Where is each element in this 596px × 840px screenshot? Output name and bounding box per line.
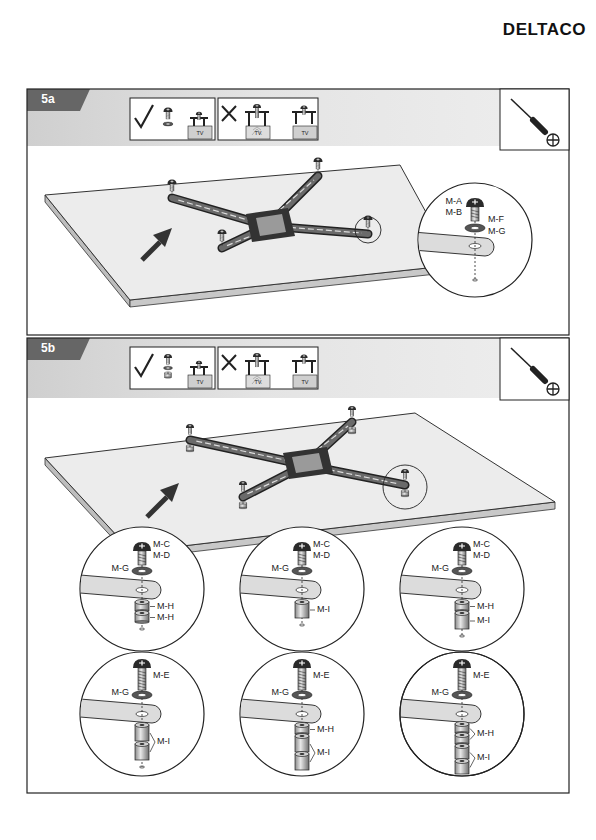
wall-bracket	[168, 158, 382, 249]
wrong-icon	[218, 347, 318, 389]
tv-back	[45, 165, 455, 307]
tv-marker: TV	[301, 379, 308, 385]
detail-circle	[80, 527, 204, 651]
tv-marker: TV	[254, 379, 261, 385]
part-code: M-G	[112, 564, 130, 574]
part-code: M-H	[477, 602, 494, 612]
part-code: M-I	[317, 605, 330, 615]
part-code: M-E	[473, 671, 490, 681]
part-code: M-G	[112, 688, 130, 698]
part-code: M-F	[488, 215, 504, 225]
tv-marker: TV	[196, 379, 203, 385]
step-panel	[27, 89, 569, 335]
part-code: M-I	[317, 748, 330, 758]
part-code: M-G	[432, 564, 450, 574]
part-code: M-D	[153, 551, 170, 561]
part-code: M-G	[432, 688, 450, 698]
tv-marker: TV	[301, 130, 308, 136]
part-code: M-D	[313, 551, 330, 561]
detail-circle	[400, 652, 524, 776]
detail-circle	[240, 652, 364, 776]
tv-marker: TV	[196, 130, 203, 136]
detail-circle	[400, 527, 524, 651]
part-code: M-B	[446, 208, 463, 218]
part-code: M-E	[153, 671, 170, 681]
screwdriver-icon	[511, 99, 559, 146]
part-code: M-G	[272, 564, 290, 574]
detail-circle	[413, 183, 532, 297]
part-code: M-C	[473, 540, 490, 550]
direction-arrow	[142, 228, 172, 260]
part-code: M-C	[313, 540, 330, 550]
correct-icon	[130, 98, 215, 140]
tv-marker: TV	[254, 130, 261, 136]
part-code: M-A	[446, 197, 463, 207]
detail-circle	[80, 652, 204, 776]
part-code: M-I	[477, 616, 490, 626]
part-code: M-I	[157, 737, 170, 747]
part-code: M-G	[272, 688, 290, 698]
wrong-icon	[218, 98, 318, 140]
detail-circle	[240, 527, 364, 651]
step-tab	[27, 89, 90, 111]
brand-logo: DELTACO	[503, 21, 586, 40]
screwdriver-icon	[511, 348, 559, 395]
part-code: M-D	[473, 551, 490, 561]
part-code: M-C	[153, 540, 170, 550]
wall-bracket	[186, 406, 427, 509]
part-code: M-H	[157, 602, 174, 612]
step-tab	[27, 338, 90, 360]
step-number: 5a	[41, 93, 54, 106]
part-code: M-E	[313, 671, 330, 681]
part-code: M-I	[477, 753, 490, 763]
part-code: M-H	[157, 613, 174, 623]
part-code: M-H	[477, 729, 494, 739]
step-number: 5b	[41, 342, 55, 355]
direction-arrow	[147, 483, 179, 517]
correct-icon	[130, 347, 215, 389]
part-code: M-H	[317, 725, 334, 735]
step-panel	[27, 338, 569, 793]
part-code: M-G	[488, 227, 506, 237]
